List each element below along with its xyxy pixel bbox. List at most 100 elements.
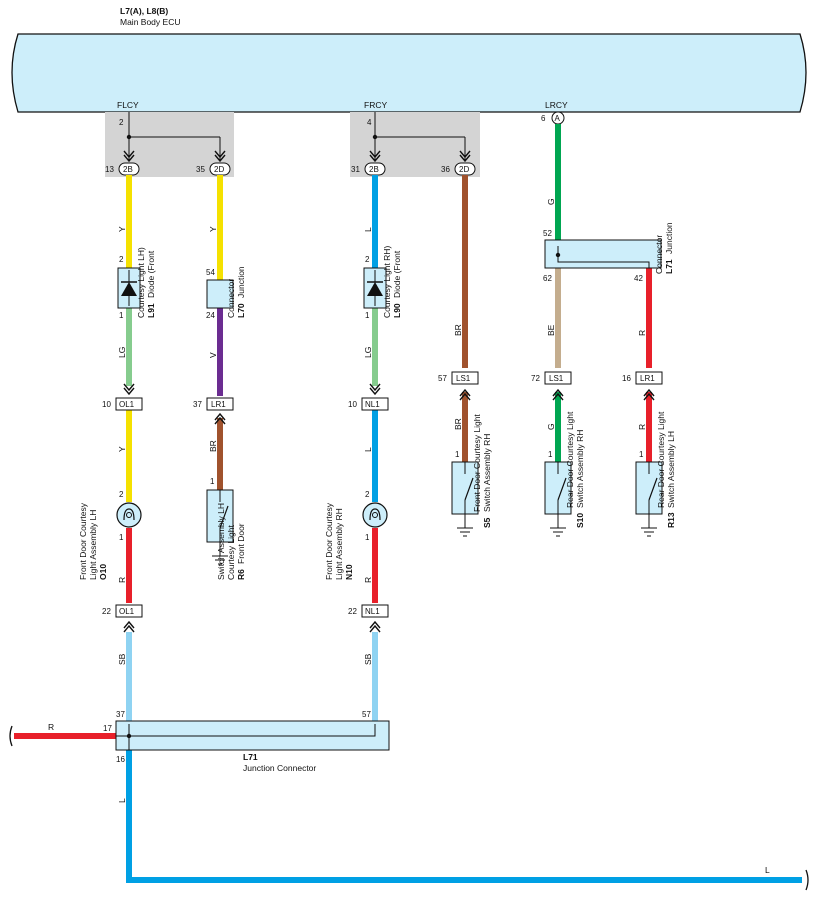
svg-text:N10: N10 — [344, 564, 354, 580]
wire-label-lg1: LG — [117, 347, 127, 358]
svg-text:Courtesy Light LH): Courtesy Light LH) — [136, 247, 146, 318]
s5-pin-top: 1 — [455, 450, 460, 459]
jc-pin-57: 57 — [362, 710, 371, 719]
conn-nl1-bot: NL1 — [365, 607, 380, 616]
pin-nl1-bot: 22 — [348, 607, 357, 616]
flcy-pin: 2 — [119, 118, 124, 127]
svg-text:R13: R13 — [666, 512, 676, 528]
wire-label-r1: R — [117, 577, 127, 583]
svg-text:S10: S10 — [575, 513, 585, 528]
label-l90: L90 Diode (Front Courtesy Light RH) — [382, 246, 402, 318]
switch-s5 — [451, 461, 479, 537]
junction-l70 — [206, 279, 234, 309]
conn-nl1-top: NL1 — [365, 400, 380, 409]
pin-36: 36 — [441, 165, 450, 174]
svg-text:Rear Door Courtesy Light: Rear Door Courtesy Light — [565, 411, 575, 508]
n10-pin-bot: 1 — [365, 533, 370, 542]
pin-nl1-top: 10 — [348, 400, 357, 409]
conn-2b-right: 2B — [369, 165, 379, 174]
wire-label-r3: R — [637, 330, 647, 336]
label-l91: L91 Diode (Front Courtesy Light LH) — [136, 247, 156, 318]
wire-label-br2: BR — [453, 324, 463, 336]
lrcy-terminal-letter: A — [555, 114, 561, 123]
label-r13: R13 Switch Assembly LH Rear Door Courtes… — [656, 411, 676, 528]
l71-bottom-name: Junction Connector — [243, 763, 316, 773]
svg-text:Light Assembly RH: Light Assembly RH — [334, 508, 344, 580]
junction-l71-top — [544, 239, 662, 269]
wire-label-g1: G — [546, 198, 556, 205]
d90-pin-bot: 1 — [365, 311, 370, 320]
conn-ls1-b: LS1 — [549, 374, 564, 383]
wire-label-g2: G — [546, 423, 556, 430]
svg-text:Front Door Courtesy: Front Door Courtesy — [78, 502, 88, 580]
l71-pin-42: 42 — [634, 274, 643, 283]
label-o10: O10 Light Assembly LH Front Door Courtes… — [78, 502, 108, 580]
lrcy-pin: 6 — [541, 114, 546, 123]
jc-pin-16: 16 — [116, 755, 125, 764]
conn-ol1-bot: OL1 — [119, 607, 135, 616]
conn-lr1-left: LR1 — [211, 400, 226, 409]
diode-l90 — [363, 267, 387, 309]
pin-35: 35 — [196, 165, 205, 174]
svg-text:Switch Assembly RH: Switch Assembly RH — [575, 430, 585, 508]
pin-lr1-left: 37 — [193, 400, 202, 409]
o10-pin-bot: 1 — [119, 533, 124, 542]
wire-label-l3: L — [117, 798, 127, 803]
label-l70: L70 Junction Connector — [226, 266, 246, 318]
label-s10: S10 Switch Assembly RH Rear Door Courtes… — [565, 411, 585, 528]
pin-ls1-a: 57 — [438, 374, 447, 383]
d91-pin-bot: 1 — [119, 311, 124, 320]
svg-text:Connector: Connector — [226, 279, 236, 318]
lamp-o10 — [116, 502, 142, 528]
wire-label-v: V — [208, 352, 218, 358]
flcy-label: FLCY — [117, 100, 139, 110]
svg-text:Courtesy Light RH): Courtesy Light RH) — [382, 246, 392, 318]
svg-text:Diode (Front: Diode (Front — [146, 250, 156, 298]
conn-2b-left: 2B — [123, 165, 133, 174]
wire-label-lg2: LG — [363, 347, 373, 358]
label-l71-top: L71 Junction Connector — [654, 222, 674, 274]
wire-label-r-input: R — [48, 722, 54, 732]
label-r6: R6 Front Door Courtesy Light Switch Asse… — [216, 503, 246, 580]
conn-ol1-top: OL1 — [119, 400, 135, 409]
switch-r13 — [635, 461, 663, 537]
n10-pin-top: 2 — [365, 490, 370, 499]
svg-text:Light Assembly LH: Light Assembly LH — [88, 510, 98, 580]
svg-text:Front Door Courtesy: Front Door Courtesy — [324, 502, 334, 580]
o10-pin-top: 2 — [119, 490, 124, 499]
s10-pin-top: 1 — [548, 450, 553, 459]
d91-pin-top: 2 — [119, 255, 124, 264]
jc-pin-37: 37 — [116, 710, 125, 719]
conn-2d-left: 2D — [214, 165, 224, 174]
label-n10: N10 Light Assembly RH Front Door Courtes… — [324, 502, 354, 580]
svg-text:Connector: Connector — [654, 235, 664, 274]
svg-text:Junction: Junction — [664, 222, 674, 254]
pin-ol1-bot: 22 — [102, 607, 111, 616]
label-s5: S5 Switch Assembly RH Front Door Courtes… — [472, 414, 492, 528]
svg-text:Front Door: Front Door — [236, 523, 246, 564]
main-body-ecu-box — [11, 33, 807, 113]
lrcy-label: LRCY — [545, 100, 568, 110]
svg-text:R6: R6 — [236, 569, 246, 580]
svg-text:Junction: Junction — [236, 266, 246, 298]
pin-13: 13 — [105, 165, 114, 174]
diode-l91 — [117, 267, 141, 309]
svg-text:Courtesy Light: Courtesy Light — [226, 525, 236, 580]
svg-text:Switch Assembly LH: Switch Assembly LH — [666, 431, 676, 508]
d90-pin-top: 2 — [365, 255, 370, 264]
l70-pin-top: 54 — [206, 268, 215, 277]
wire-label-r2: R — [363, 577, 373, 583]
wire-label-be: BE — [546, 324, 556, 336]
l70-pin-bot: 24 — [206, 311, 215, 320]
conn-2d-right: 2D — [459, 165, 469, 174]
wire-l-bottom — [126, 750, 802, 883]
pin-lr1-right: 16 — [622, 374, 631, 383]
r13-pin-top: 1 — [639, 450, 644, 459]
svg-text:Switch Assembly RH: Switch Assembly RH — [482, 434, 492, 512]
ecu-name-label: Main Body ECU — [120, 17, 180, 27]
wire-label-l2: L — [363, 447, 373, 452]
svg-text:Front Door Courtesy Light: Front Door Courtesy Light — [472, 414, 482, 512]
jc-pin-17: 17 — [103, 724, 112, 733]
svg-text:Rear Door Courtesy Light: Rear Door Courtesy Light — [656, 411, 666, 508]
svg-text:L71: L71 — [664, 259, 674, 274]
